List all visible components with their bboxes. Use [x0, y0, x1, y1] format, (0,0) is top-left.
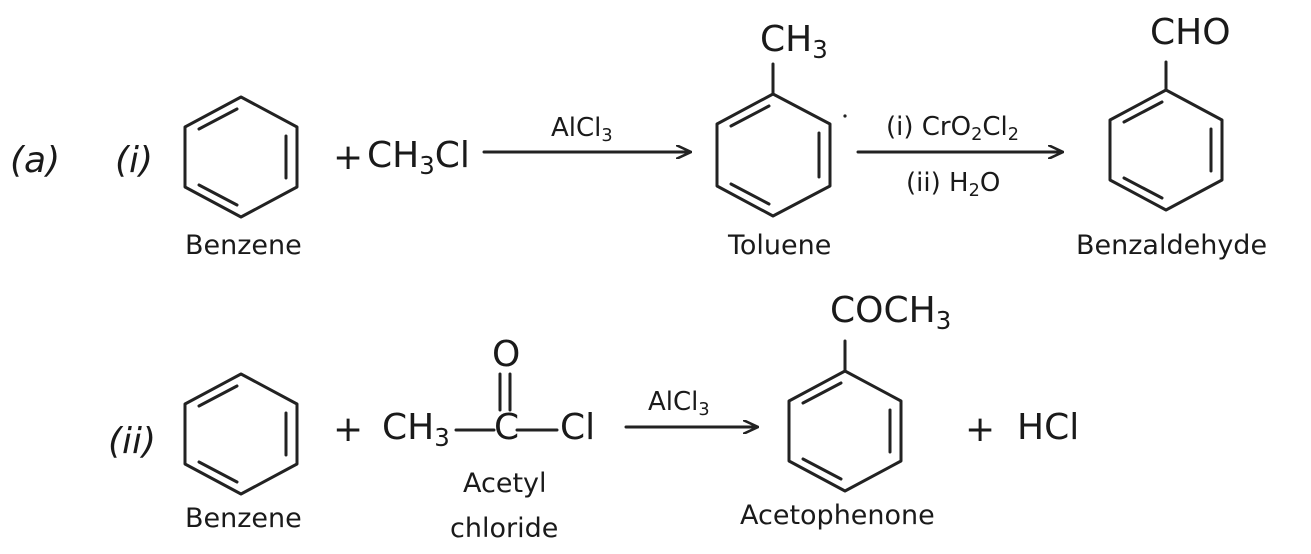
toluene-ring [715, 62, 832, 218]
benzene-ring-2 [183, 372, 299, 496]
plus-sign-3: + [965, 409, 996, 450]
reactant-2-name: Benzene [185, 503, 302, 534]
benzene-ring-1 [183, 95, 299, 219]
reaction-2-number: (ii) [108, 421, 157, 462]
reagent-name-line1: Acetyl [463, 468, 547, 499]
intermediate-name: Toluene [728, 230, 832, 261]
acetophenone-ring [787, 339, 903, 493]
part-label: (a) [10, 140, 61, 181]
carbonyl-oxygen: O [492, 334, 521, 375]
step-i-reagent: (i) CrO2Cl2 [886, 112, 1019, 145]
plus-sign-2: + [333, 409, 364, 450]
aldehyde-group: CHO [1150, 12, 1231, 53]
step-ii-reagent: (ii) H2O [906, 168, 1001, 201]
acetyl-group: COCH3 [830, 290, 952, 335]
product-name-1: Benzaldehyde [1076, 230, 1268, 261]
product-name-2: Acetophenone [740, 500, 935, 531]
reaction-1-number: (i) [115, 140, 154, 181]
catalyst-label-1: AlCl3 [551, 113, 613, 146]
carbonyl-carbon: C [494, 407, 520, 448]
plus-sign-1: + [333, 137, 364, 178]
benzaldehyde-ring [1108, 60, 1224, 212]
reagent-name-line2: chloride [450, 513, 559, 544]
acyl-chlorine: Cl [560, 407, 596, 448]
acetyl-methyl: CH3 [382, 407, 450, 452]
reactant-1-name: Benzene [185, 230, 302, 261]
acetyl-bonds [454, 372, 559, 432]
methyl-chloride-formula: CH3Cl [367, 135, 470, 180]
stray-dot [843, 114, 847, 118]
catalyst-label-2: AlCl3 [648, 387, 710, 420]
toluene-methyl-group: CH3 [760, 19, 828, 64]
byproduct-formula: HCl [1017, 407, 1080, 448]
